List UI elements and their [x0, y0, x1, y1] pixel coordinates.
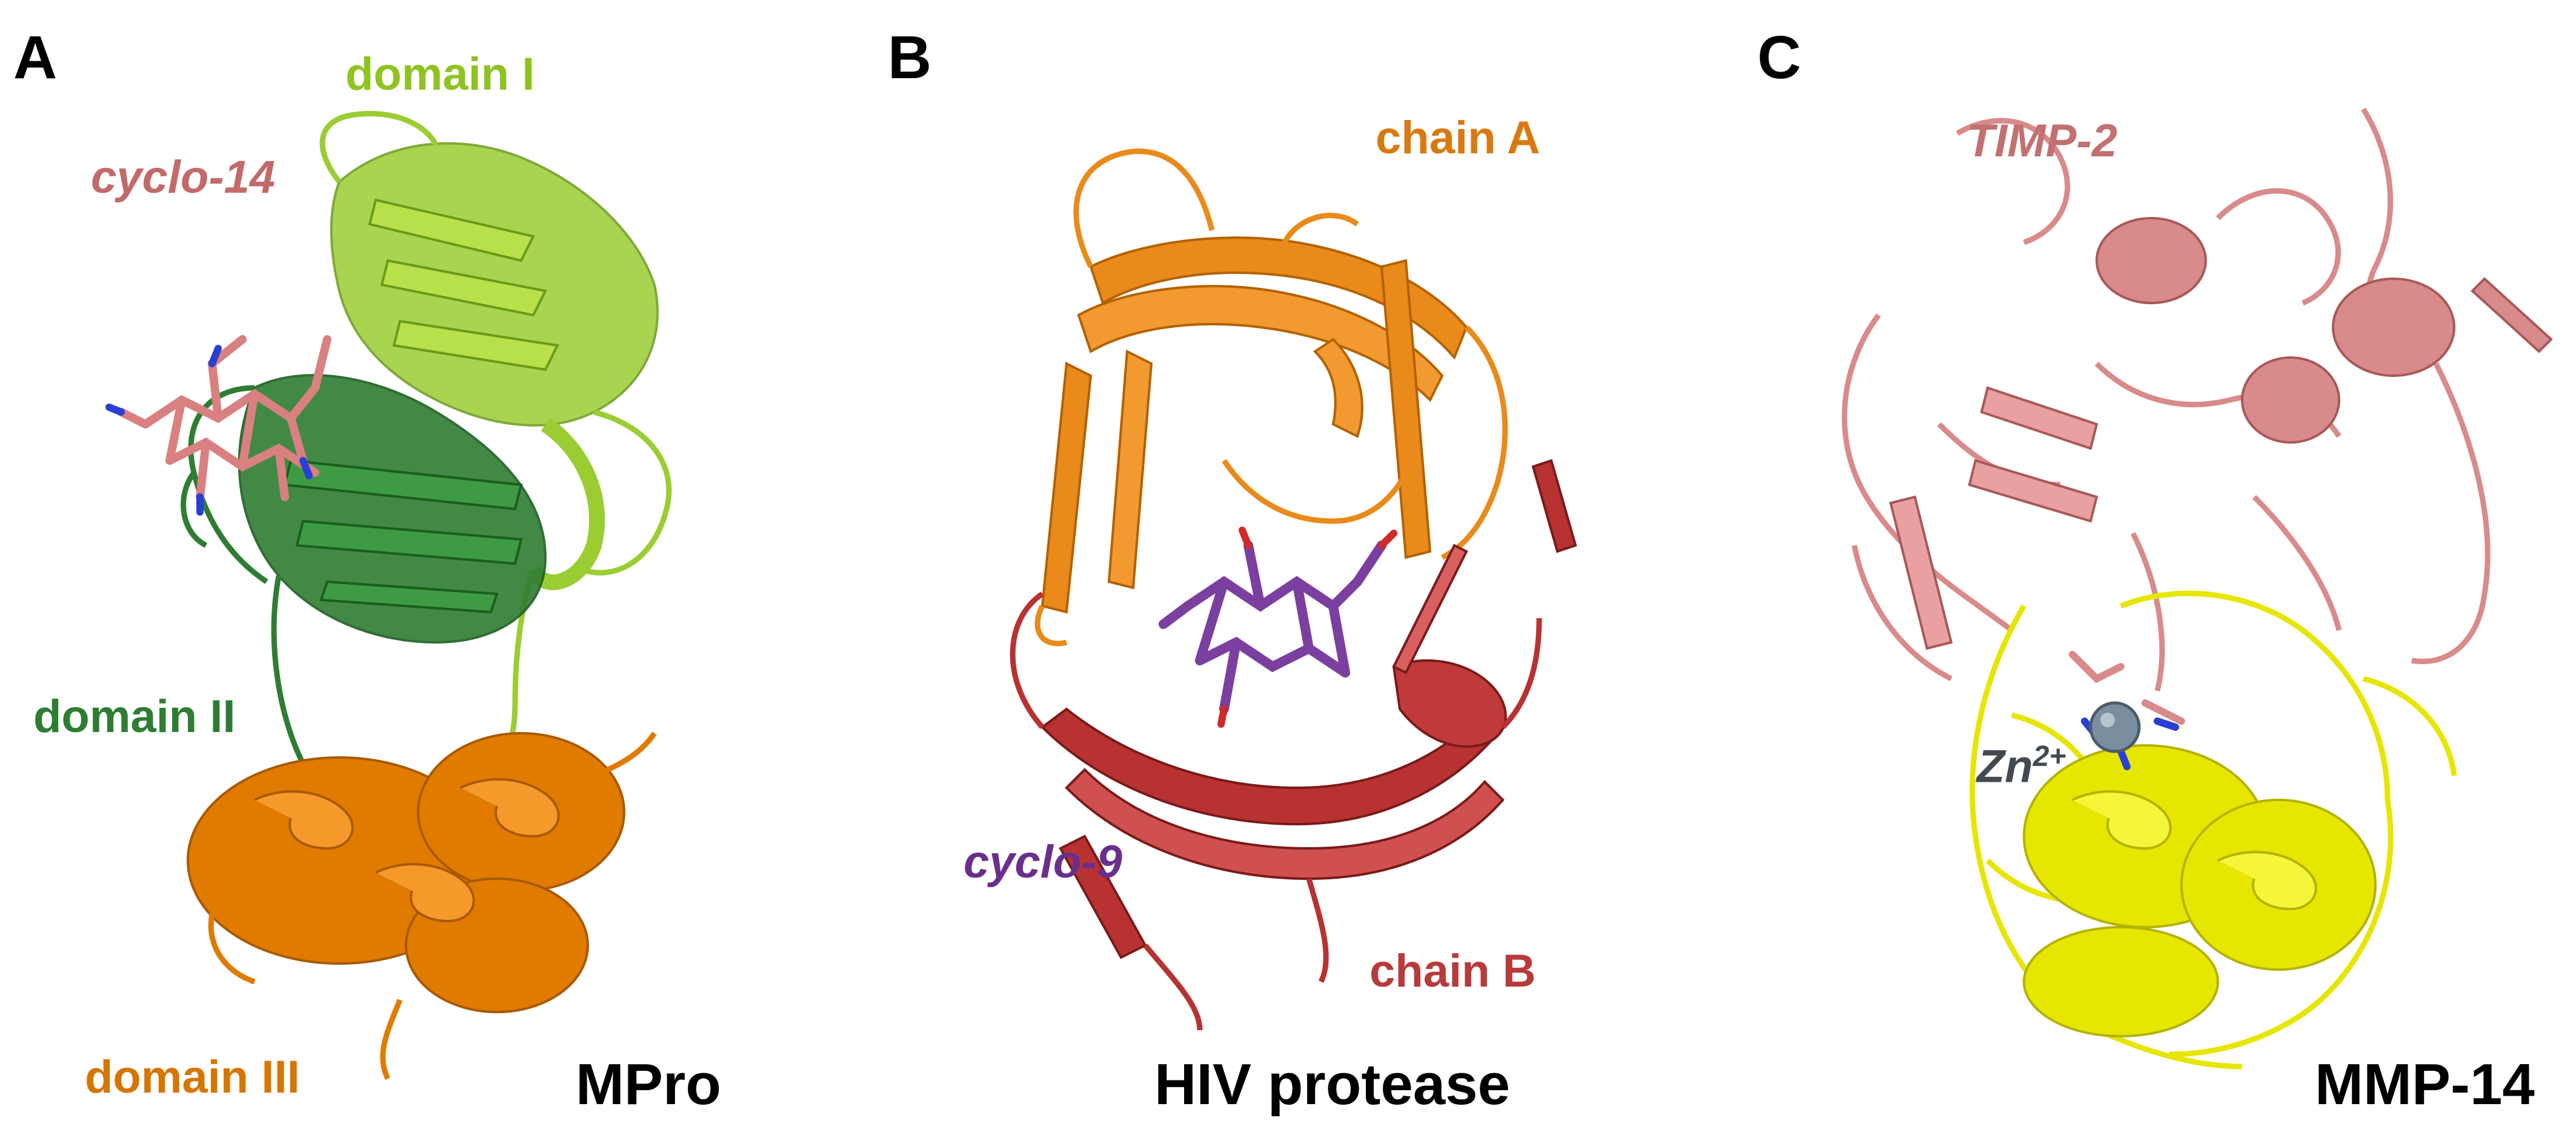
cyclo-14-label: cyclo-14	[91, 151, 276, 203]
panel-b: B chain A cyclo-9 chain B HIV protease	[860, 0, 1715, 1132]
zinc-ion-charge: 2+	[2032, 741, 2066, 773]
chain-b-label: chain B	[1370, 945, 1536, 997]
cyclo-9-heteroatoms	[1217, 527, 1397, 728]
cyclo-9-ligand	[1159, 541, 1386, 714]
domain-1-ribbon	[330, 142, 659, 590]
chain-b-loops	[1010, 591, 1542, 1031]
zinc-ion-sphere	[2089, 701, 2141, 753]
cyclo-9-label: cyclo-9	[964, 836, 1122, 888]
hiv-protease-structure-render	[1010, 148, 1577, 1031]
timp-2-ribbon	[1889, 217, 2553, 650]
panel-letter: A	[13, 24, 58, 92]
panel-title: MMP-14	[2315, 1052, 2535, 1117]
domain-3-ribbon	[187, 732, 625, 1013]
chain-a-ribbon	[1040, 236, 1468, 614]
panel-letter: B	[888, 24, 932, 92]
domain-2-ribbon	[238, 374, 547, 644]
panel-title: HIV protease	[1154, 1052, 1510, 1117]
chain-a-loops	[1034, 148, 1508, 647]
chain-a-label: chain A	[1376, 112, 1540, 164]
panel-a: A domain I cyclo-14 domain II domain III…	[0, 0, 806, 1132]
mpro-structure-render	[105, 110, 672, 1080]
mmp-14-ribbon	[2023, 744, 2377, 1037]
domain-3-label: domain III	[85, 1051, 300, 1103]
panel-letter: C	[1757, 24, 1802, 92]
cyclo-14-heteroatoms	[105, 345, 313, 516]
zinc-ion-symbol: Zn	[1977, 741, 2033, 793]
mmp-14-structure-render	[1842, 107, 2553, 1070]
domain-3-loops	[208, 731, 657, 1080]
domain-2-label: domain II	[33, 691, 236, 742]
panel-c: C TIMP-2 Zn2+ MMP-14	[1757, 0, 2576, 1132]
cyclo-14-ligand	[117, 335, 331, 501]
timp-2-label: TIMP-2	[1966, 115, 2118, 167]
panel-title: MPro	[576, 1052, 721, 1117]
chain-b-ribbon	[1040, 459, 1577, 959]
domain-1-label: domain I	[345, 48, 535, 100]
catalytic-site-sticks	[2069, 651, 2185, 725]
zinc-ion-label: Zn2+	[1977, 742, 2066, 790]
